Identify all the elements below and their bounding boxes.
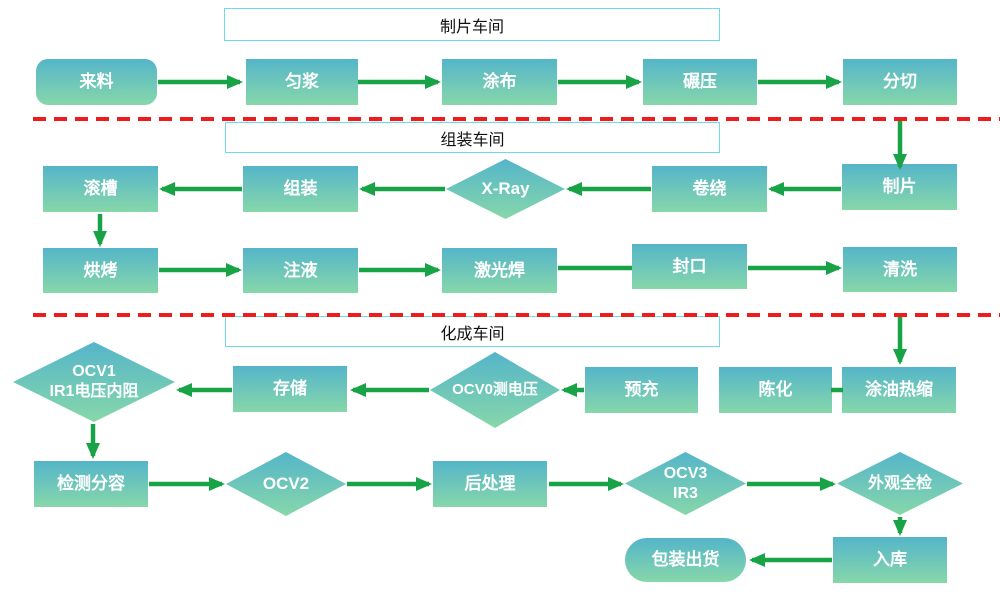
node-laser-welding: 激光焊 <box>442 248 557 293</box>
node-packing-shipping: 包装出货 <box>625 538 746 582</box>
node-oiling-heat-shrink: 涂油热缩 <box>842 367 956 413</box>
node-label: OCV2 <box>262 474 310 494</box>
node-electrolyte-filling: 注液 <box>243 248 358 293</box>
node-label: OCV3 IR3 <box>663 464 708 502</box>
node-post-processing: 后处理 <box>433 461 547 507</box>
node-label: 封口 <box>672 256 707 276</box>
section-title-label: 制片车间 <box>439 18 504 36</box>
node-label: 存储 <box>273 379 307 399</box>
node-label: 入库 <box>873 550 907 570</box>
node-label: 注液 <box>283 260 318 280</box>
node-calendering: 碾压 <box>643 59 757 105</box>
node-label: 激光焊 <box>474 260 525 280</box>
node-label: 外观全检 <box>867 474 932 492</box>
node-label: 陈化 <box>758 380 793 400</box>
node-slitting: 分切 <box>843 59 957 105</box>
node-ocv3-ir3-test: OCV3 IR3 <box>625 452 746 515</box>
section-title-assembly-workshop: 组装车间 <box>225 122 720 153</box>
node-xray-inspection: X-Ray <box>446 159 565 219</box>
node-assembling: 组装 <box>243 166 358 212</box>
node-ocv0-voltage-test: OCV0测电压 <box>430 352 560 428</box>
node-incoming-material: 来料 <box>36 59 157 105</box>
node-label: 来料 <box>79 72 114 92</box>
section-title-label: 组装车间 <box>440 131 505 149</box>
section-title-formation-workshop: 化成车间 <box>225 316 720 347</box>
node-ocv2-test: OCV2 <box>226 452 346 516</box>
section-title-label: 化成车间 <box>440 325 505 343</box>
node-ocv1-ir1-test: OCV1 IR1电压内阻 <box>13 342 175 422</box>
node-sealing: 封口 <box>632 244 747 289</box>
node-label: 后处理 <box>464 474 516 494</box>
node-label: 烘烤 <box>83 260 118 280</box>
node-storage: 存储 <box>233 366 347 412</box>
node-winding: 卷绕 <box>652 166 767 212</box>
node-label: 预充 <box>624 380 659 400</box>
node-label: 滚槽 <box>83 179 118 199</box>
node-grooving: 滚槽 <box>43 166 158 212</box>
node-label: 分切 <box>883 72 917 92</box>
node-label: 涂布 <box>482 72 517 92</box>
node-slurry-mixing: 匀浆 <box>246 59 358 105</box>
node-label: 涂油热缩 <box>865 380 933 400</box>
node-sheeting: 制片 <box>842 164 957 210</box>
node-label: OCV0测电压 <box>452 380 538 398</box>
node-label: 卷绕 <box>692 179 727 199</box>
node-aging: 陈化 <box>719 367 832 413</box>
node-label: 检测分容 <box>57 474 125 494</box>
node-label: 清洗 <box>883 259 917 279</box>
node-label: 组装 <box>283 179 318 199</box>
node-cleaning: 清洗 <box>843 247 957 292</box>
node-precharge: 预充 <box>585 367 698 413</box>
node-final-appearance-inspection: 外观全检 <box>837 452 963 515</box>
node-label: 制片 <box>882 177 917 197</box>
node-coating: 涂布 <box>442 59 557 105</box>
section-title-sheet-workshop: 制片车间 <box>224 8 720 41</box>
node-capacity-grading: 检测分容 <box>34 461 148 507</box>
node-baking: 烘烤 <box>43 248 158 293</box>
node-label: OCV1 IR1电压内阻 <box>49 363 139 400</box>
node-warehousing: 入库 <box>833 537 947 583</box>
node-label: 包装出货 <box>651 550 720 570</box>
node-label: 匀浆 <box>285 72 319 92</box>
node-label: X-Ray <box>481 179 530 199</box>
node-label: 碾压 <box>683 72 717 92</box>
